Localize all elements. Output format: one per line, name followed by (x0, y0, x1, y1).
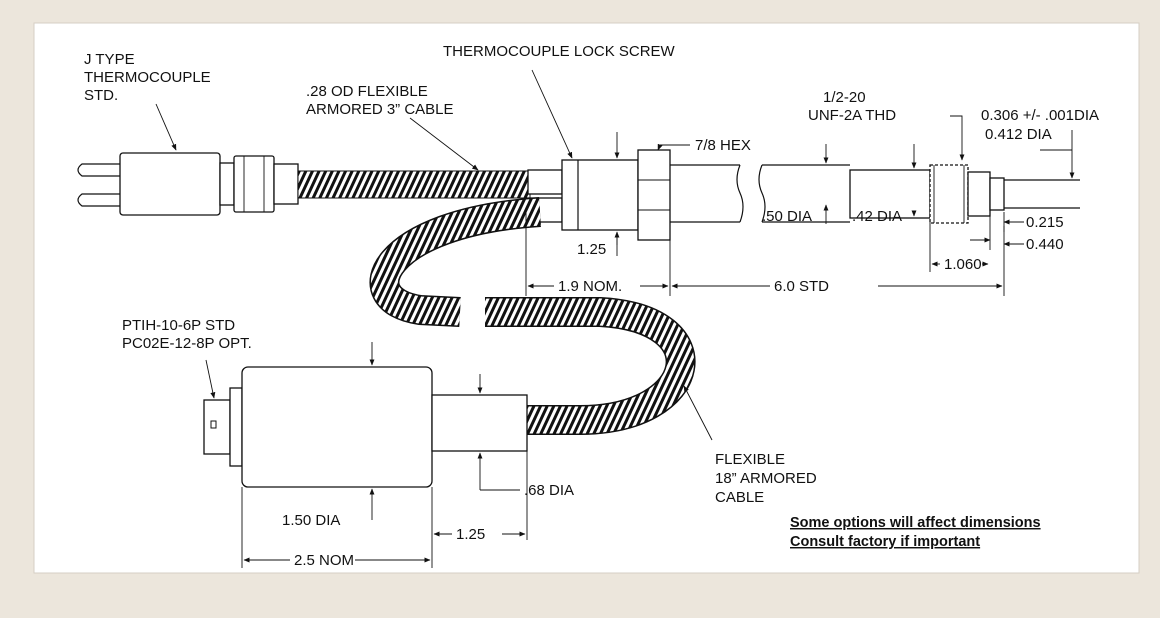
label-dim-1060: 1.060 (944, 256, 982, 273)
label-flex-armored: 18” ARMORED (715, 470, 817, 487)
label-hex: 7/8 HEX (695, 137, 751, 154)
label-connector-std: PTIH-10-6P STD (122, 317, 235, 334)
label-dim-125-top: 1.25 (577, 241, 606, 258)
dimension-lines (155, 69, 1075, 568)
label-dim-25: 2.5 NOM (294, 552, 354, 569)
label-dia-150: 1.50 DIA (282, 512, 340, 529)
label-flex-cable: CABLE (715, 489, 764, 506)
label-dim-19: 1.9 NOM. (558, 278, 622, 295)
probe-shaft (670, 164, 1080, 224)
label-lock-screw: THERMOCOUPLE LOCK SCREW (443, 43, 676, 60)
label-cable-armored: ARMORED 3” CABLE (306, 101, 454, 118)
note-options: Some options will affect dimensions (790, 515, 1041, 531)
label-j-type: J TYPE (84, 51, 135, 68)
label-connector-opt: PC02E-12-8P OPT. (122, 335, 252, 352)
label-thread-size: 1/2-20 (823, 89, 866, 106)
note-consult: Consult factory if important (790, 534, 980, 550)
connector-housing (203, 366, 528, 488)
label-dim-125-bottom: 1.25 (456, 526, 485, 543)
label-dim-215: 0.215 (1026, 214, 1064, 231)
hex-body (527, 149, 671, 241)
j-type-plug (77, 152, 299, 216)
label-tip-dia-2: 0.412 DIA (985, 126, 1052, 143)
label-std: STD. (84, 87, 118, 104)
label-dia-42: .42 DIA (852, 208, 902, 225)
armored-cable-3in (297, 170, 531, 199)
label-flexible: FLEXIBLE (715, 451, 785, 468)
label-dia-50: .50 DIA (762, 208, 812, 225)
labels: J TYPE THERMOCOUPLE STD. .28 OD FLEXIBLE… (84, 43, 1099, 569)
label-thread-spec: UNF-2A THD (808, 107, 896, 124)
label-tip-dia: 0.306 +/- .001DIA (981, 107, 1099, 124)
label-dia-68: .68 DIA (524, 482, 574, 499)
label-thermocouple: THERMOCOUPLE (84, 69, 211, 86)
label-dim-440: 0.440 (1026, 236, 1064, 253)
label-cable-od: .28 OD FLEXIBLE (306, 83, 428, 100)
label-dim-60: 6.0 STD (774, 278, 829, 295)
